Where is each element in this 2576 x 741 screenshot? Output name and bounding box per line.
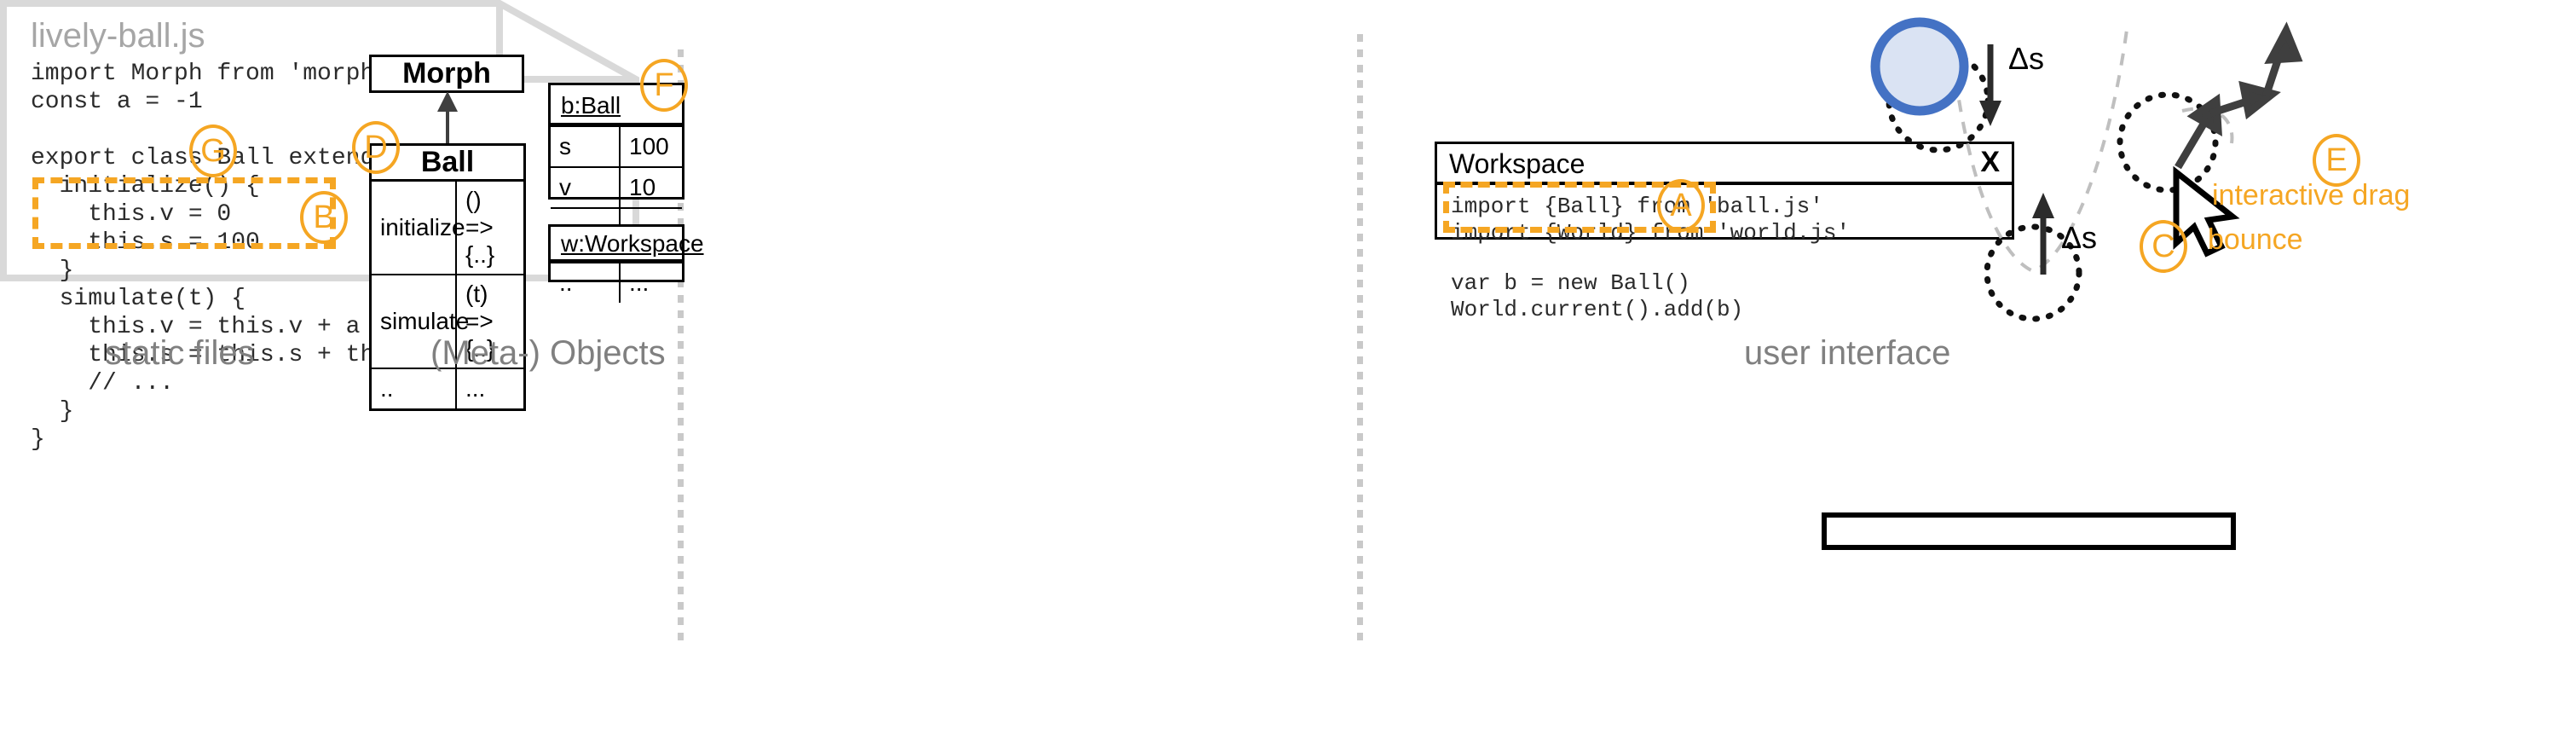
file-source-code[interactable]: import Morph from 'morph.js' const a = -… — [31, 61, 504, 453]
workspace-title: Workspace — [1449, 148, 1585, 179]
object-instance-w-workspace[interactable]: w:Workspace .. ... — [548, 224, 704, 303]
table-row[interactable]: .. ... — [551, 262, 682, 303]
highlight-box-workspace-snippet — [1443, 182, 1716, 233]
annotation-badge-F: F — [640, 59, 688, 112]
member-key: simulate — [369, 274, 469, 369]
table-row[interactable]: initialize () => {..} — [369, 179, 526, 275]
label-bounce: bounce — [2208, 223, 2303, 256]
delta-s-label-top: Δs — [2008, 41, 2045, 76]
panel-separator-left — [678, 49, 684, 646]
field-key: v — [551, 166, 621, 209]
annotation-badge-G: G — [189, 124, 237, 177]
file-name-label: lively-ball.js — [31, 17, 205, 55]
member-value: ... — [455, 368, 526, 411]
annotation-badge-A: A — [1657, 179, 1705, 232]
caption-meta-objects: (Meta-) Objects — [430, 334, 666, 372]
workspace-titlebar[interactable]: Workspace X — [1437, 144, 2012, 185]
object-instance-w-workspace-fields[interactable]: .. ... — [551, 262, 682, 303]
generalization-arrow-icon — [430, 90, 465, 145]
member-key: initialize — [369, 179, 465, 275]
object-instance-w-workspace-name: w:Workspace — [561, 230, 704, 257]
table-row[interactable]: simulate (t) => {..} — [369, 274, 526, 369]
workspace-imports-code[interactable]: import {Ball} from 'ball.js' import {Wor… — [1451, 194, 1851, 246]
ball-animation-sketch — [1816, 0, 2576, 597]
close-icon[interactable]: X — [1980, 146, 2000, 178]
object-instance-w-workspace-header: w:Workspace — [551, 227, 704, 262]
label-interactive-drag: interactive drag — [2212, 179, 2411, 211]
panel-separator-right — [1357, 34, 1363, 648]
field-value: 10 — [620, 166, 682, 209]
uml-class-morph[interactable]: Morph — [369, 55, 524, 93]
delta-s-label-bottom: Δs — [2061, 220, 2098, 255]
annotation-badge-C: C — [2140, 220, 2187, 273]
uml-class-ball-members[interactable]: initialize () => {..} simulate (t) => {.… — [369, 179, 526, 411]
table-row[interactable]: v 10 — [551, 166, 682, 209]
workspace-snippet-code[interactable]: var b = new Ball() World.current().add(b… — [1451, 270, 1744, 322]
caption-user-interface: user interface — [1744, 334, 1951, 372]
highlight-box-simulate — [32, 177, 336, 249]
workspace-window[interactable]: Workspace X import {Ball} from 'ball.js'… — [1435, 142, 2014, 322]
annotation-badge-E: E — [2313, 134, 2360, 187]
member-key: .. — [369, 368, 457, 411]
uml-class-ball-label: Ball — [420, 146, 475, 178]
field-key: .. — [551, 262, 621, 303]
field-key: s — [551, 125, 621, 168]
annotation-badge-D: D — [352, 121, 400, 174]
object-instance-b-ball-name: b:Ball — [561, 92, 621, 119]
member-value: (t) => {..} — [455, 274, 526, 369]
uml-class-morph-label: Morph — [402, 57, 491, 90]
caption-static-files: static files — [105, 334, 255, 372]
annotation-badge-B: B — [300, 191, 348, 244]
member-value: () => {..} — [455, 179, 526, 275]
table-row[interactable]: .. ... — [369, 368, 526, 411]
table-row[interactable]: s 100 — [551, 125, 682, 168]
workspace-body[interactable]: import {Ball} from 'ball.js' import {Wor… — [1437, 185, 2012, 323]
field-value: 100 — [620, 125, 682, 168]
object-instance-b-ball-header: b:Ball — [551, 85, 682, 125]
field-value: ... — [620, 262, 682, 303]
